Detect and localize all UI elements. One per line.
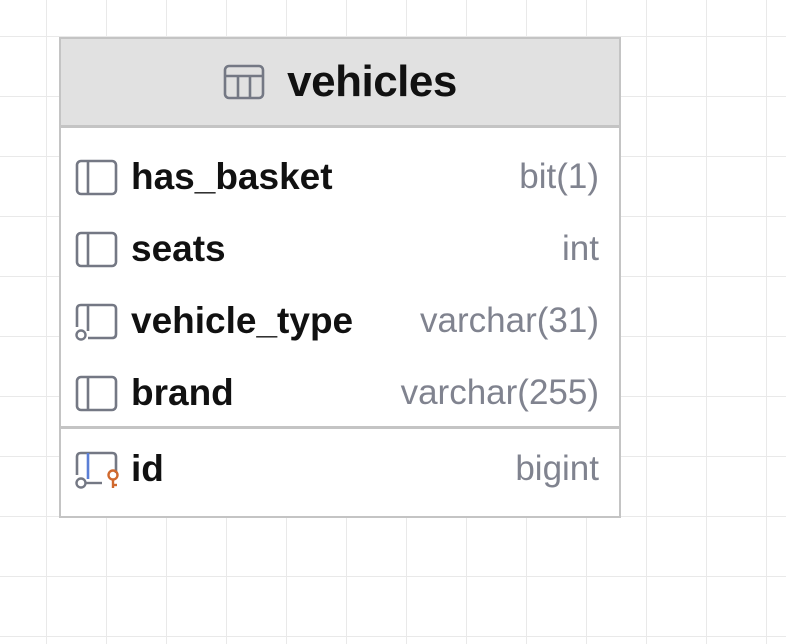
column-name: has_basket bbox=[131, 156, 333, 197]
column-name: vehicle_type bbox=[131, 300, 354, 341]
column-icon bbox=[75, 231, 118, 268]
table-icon bbox=[223, 64, 265, 100]
entity-header[interactable]: vehicles bbox=[61, 39, 619, 128]
column-row[interactable]: seats int bbox=[61, 213, 619, 285]
column-type: int bbox=[562, 229, 599, 268]
column-type: varchar(31) bbox=[420, 301, 599, 340]
entity-vehicles[interactable]: vehicles has_basket bit(1) seats int veh… bbox=[59, 37, 621, 518]
column-icon bbox=[75, 375, 118, 412]
column-name: seats bbox=[131, 228, 226, 269]
column-row[interactable]: vehicle_type varchar(31) bbox=[61, 285, 619, 357]
column-row[interactable]: brand varchar(255) bbox=[61, 357, 619, 429]
primary-key-row[interactable]: id bigint bbox=[61, 433, 619, 505]
column-name: id bbox=[131, 448, 164, 489]
column-row[interactable]: has_basket bit(1) bbox=[61, 141, 619, 213]
column-type: bit(1) bbox=[519, 157, 599, 196]
key-section-divider bbox=[61, 426, 619, 429]
column-name: brand bbox=[131, 372, 234, 413]
nullable-column-icon bbox=[75, 303, 118, 341]
column-type: varchar(255) bbox=[400, 373, 599, 412]
column-type: bigint bbox=[515, 449, 599, 488]
column-icon bbox=[75, 159, 118, 196]
entity-title: vehicles bbox=[287, 57, 457, 106]
primary-key-icon bbox=[75, 451, 119, 489]
